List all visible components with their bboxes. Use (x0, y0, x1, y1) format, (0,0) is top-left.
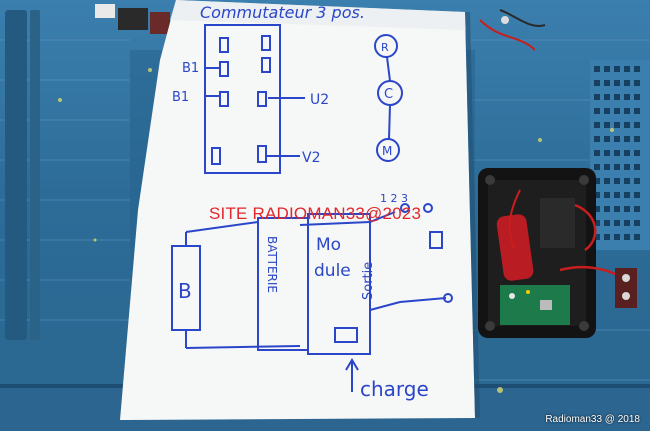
label-u2: U2 (310, 92, 329, 108)
switch-sketch (204, 24, 403, 174)
sketch-title: Commutateur 3 pos. (200, 3, 365, 22)
circle-label-m: M (382, 144, 392, 158)
battery-box-label: B (178, 279, 192, 303)
label-b1-top: B1 (182, 61, 199, 76)
charge-label: charge (360, 377, 429, 401)
circle-label-c: C (384, 87, 393, 102)
sortie-label: Sortie (361, 262, 376, 300)
loose-component (615, 268, 637, 308)
watermark-text: SITE RADIOMAN33@2023 (209, 204, 422, 223)
copyright-text: Radioman33 @ 2018 (545, 414, 640, 425)
module-label-2: dule (314, 261, 351, 281)
label-b1-bottom: B1 (172, 90, 189, 105)
circuit-sketch (171, 203, 453, 392)
top-components (95, 4, 546, 51)
batterie-label: BATTERIE (265, 236, 279, 293)
module-label-1: Mo (316, 235, 341, 255)
switch-positions: 1 2 3 (380, 192, 408, 205)
label-v2: V2 (302, 150, 320, 166)
circle-label-r: R (381, 41, 389, 54)
enclosure-box (478, 168, 631, 338)
